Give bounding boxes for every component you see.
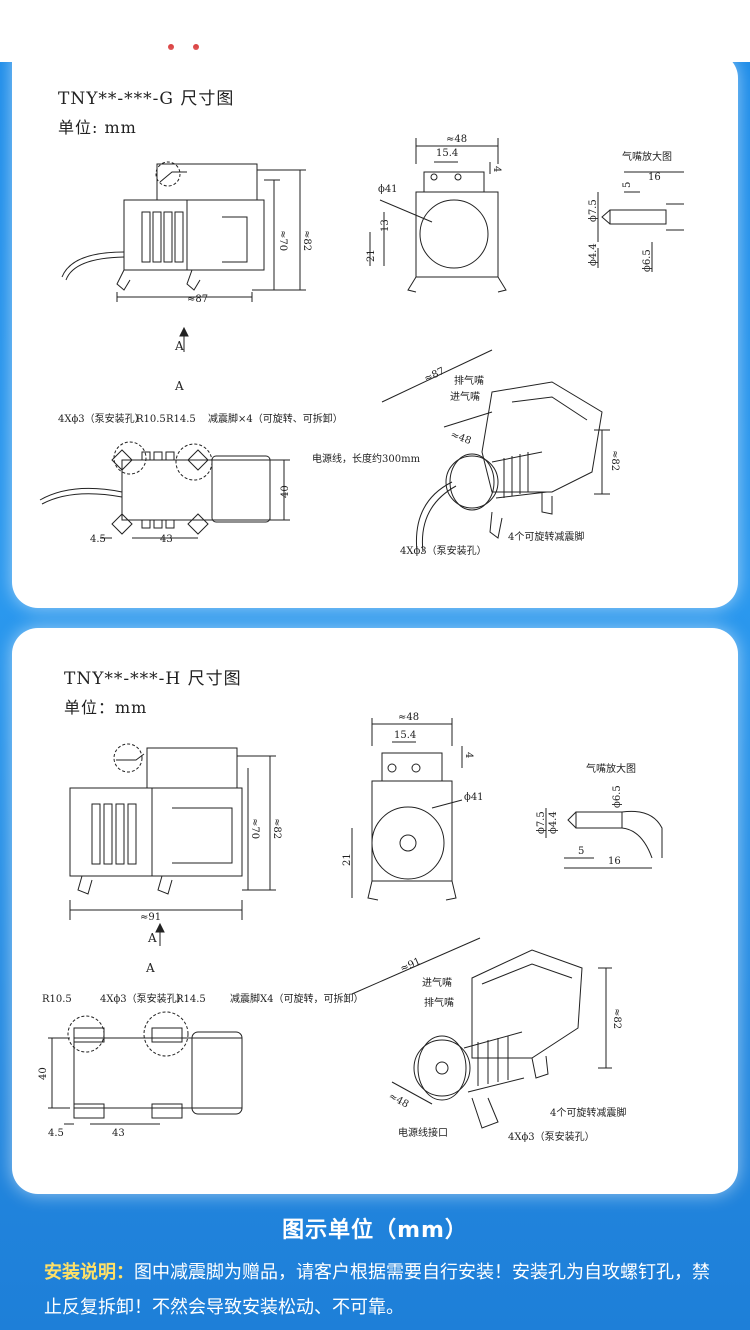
side-view-g xyxy=(61,161,306,352)
nozzle-d2: ϕ4.4 xyxy=(588,243,599,266)
dim-front-diameter: ϕ41 xyxy=(464,792,484,803)
dim-front-top: 4 xyxy=(491,166,502,172)
installation-note-text: 图中减震脚为赠品，请客户根据需要自行安装！安装孔为自攻螺钉孔，禁止反复拆卸！不然… xyxy=(44,1262,710,1318)
dim-front-width: ≈48 xyxy=(398,712,419,723)
iso-holes: 4Xϕ3（泵安装孔） xyxy=(400,544,487,557)
nozzle-d3: ϕ6.5 xyxy=(642,249,653,272)
bottom-r1: R10.5 xyxy=(42,994,72,1005)
iso-feet: 4个可旋转减震脚 xyxy=(550,1106,626,1119)
installation-note-lead: 安装说明： xyxy=(44,1262,134,1283)
nozzle-d1: ϕ7.5 xyxy=(536,811,547,834)
iso-length: ≈91 xyxy=(399,956,423,975)
top-strip xyxy=(0,0,750,62)
front-view-h xyxy=(351,718,463,901)
drawing-title-h: TNY**-***-H 尺寸图 xyxy=(64,669,242,689)
iso-intake: 进气嘴 xyxy=(450,390,480,403)
iso-exhaust: 排气嘴 xyxy=(454,374,484,387)
bottom-height: 40 xyxy=(38,1067,49,1080)
dim-width: ≈91 xyxy=(140,912,161,923)
dim-front-13: 13 xyxy=(380,219,391,232)
iso-diameter: ≈48 xyxy=(449,429,473,447)
dim-height-total: ≈82 xyxy=(271,818,282,839)
bottom-view-h xyxy=(48,1011,243,1125)
bottom-feet: 减震脚X4（可旋转，可拆卸） xyxy=(230,992,363,1005)
nozzle-length: 16 xyxy=(648,172,661,183)
iso-holes: 4Xϕ3（泵安装孔） xyxy=(508,1130,595,1143)
units-caption: 图示单位（mm） xyxy=(282,1218,468,1243)
drawing-title-g: TNY**-***-G 尺寸图 xyxy=(58,89,235,109)
bottom-r2: R14.5 xyxy=(166,414,196,425)
dim-front-diameter: ϕ41 xyxy=(378,184,398,195)
iso-height: ≈82 xyxy=(609,450,620,471)
drawing-canvas-g: ≈87 ≈70 ≈82 A ≈48 15.4 4 ϕ41 13 21 气嘴放大图… xyxy=(39,134,684,557)
bottom-feet: 减震脚×4（可旋转、可拆卸） xyxy=(208,412,343,425)
bottom-offset: 4.5 xyxy=(48,1128,64,1139)
nozzle-tip: 5 xyxy=(578,846,584,857)
view-arrow-label: A xyxy=(147,931,157,945)
iso-length: ≈87 xyxy=(423,366,447,385)
drawing-unit-h: 单位：mm xyxy=(64,698,148,717)
dim-front-spacing: 15.4 xyxy=(394,730,416,741)
nozzle-title: 气嘴放大图 xyxy=(622,150,672,163)
drawing-unit-g: 单位: mm xyxy=(58,118,137,137)
nozzle-d2: ϕ4.4 xyxy=(548,811,559,834)
dim-width: ≈87 xyxy=(187,294,208,305)
dim-front-21: 21 xyxy=(366,249,377,262)
view-arrow-label: A xyxy=(174,339,184,353)
dim-front-width: ≈48 xyxy=(446,134,467,145)
iso-diameter: ≈48 xyxy=(387,1091,411,1111)
drawing-card-g: TNY**-***-G 尺寸图 单位: mm xyxy=(12,52,738,608)
iso-feet: 4个可旋转减震脚 xyxy=(508,530,584,543)
bottom-view-g xyxy=(39,441,290,539)
nozzle-length: 16 xyxy=(608,856,621,867)
bottom-holes: 4Xϕ3（泵安装孔） xyxy=(100,992,187,1005)
nozzle-detail-g xyxy=(597,171,684,272)
iso-exhaust: 排气嘴 xyxy=(424,996,454,1009)
iso-view-h xyxy=(351,937,612,1129)
nozzle-tip: 5 xyxy=(622,182,633,188)
iso-view-g xyxy=(381,349,610,553)
iso-cable: 电源线，长度约300mm xyxy=(312,452,421,465)
bottom-offset: 4.5 xyxy=(90,534,106,545)
dim-front-spacing: 15.4 xyxy=(436,148,458,159)
bottom-holes: 4Xϕ3（泵安装孔） xyxy=(58,412,145,425)
nozzle-d1: ϕ7.5 xyxy=(588,199,599,222)
bottom-height: 40 xyxy=(280,485,291,498)
dim-height-body: ≈70 xyxy=(277,230,288,251)
front-view-g xyxy=(369,138,507,293)
drawing-card-h: TNY**-***-H 尺寸图 单位：mm xyxy=(12,628,738,1194)
decor-dot-icon xyxy=(193,44,199,50)
bottom-view-label: A xyxy=(174,379,184,393)
installation-note: 安装说明：图中减震脚为赠品，请客户根据需要自行安装！安装孔为自攻螺钉孔，禁止反复… xyxy=(44,1255,724,1325)
bottom-view-label: A xyxy=(145,961,155,975)
bottom-r2: R14.5 xyxy=(176,994,206,1005)
side-view-h xyxy=(69,743,276,946)
drawing-canvas-h: ≈91 ≈70 ≈82 A A ≈48 15.4 4 ϕ41 21 气嘴放大图 … xyxy=(38,712,663,1143)
nozzle-title: 气嘴放大图 xyxy=(586,762,636,775)
iso-height: ≈82 xyxy=(611,1008,622,1029)
iso-intake: 进气嘴 xyxy=(422,976,452,989)
bottom-spacing: 43 xyxy=(112,1128,125,1139)
dim-front-top: 4 xyxy=(463,752,474,758)
bottom-r1: R10.5 xyxy=(136,414,166,425)
dim-height-total: ≈82 xyxy=(301,230,312,251)
nozzle-detail-h xyxy=(545,808,663,869)
bottom-spacing: 43 xyxy=(160,534,173,545)
nozzle-d3: ϕ6.5 xyxy=(612,785,623,808)
iso-power-port: 电源线接口 xyxy=(398,1126,448,1139)
dim-front-21: 21 xyxy=(342,853,353,866)
decor-dot-icon xyxy=(168,44,174,50)
dim-height-body: ≈70 xyxy=(249,818,260,839)
